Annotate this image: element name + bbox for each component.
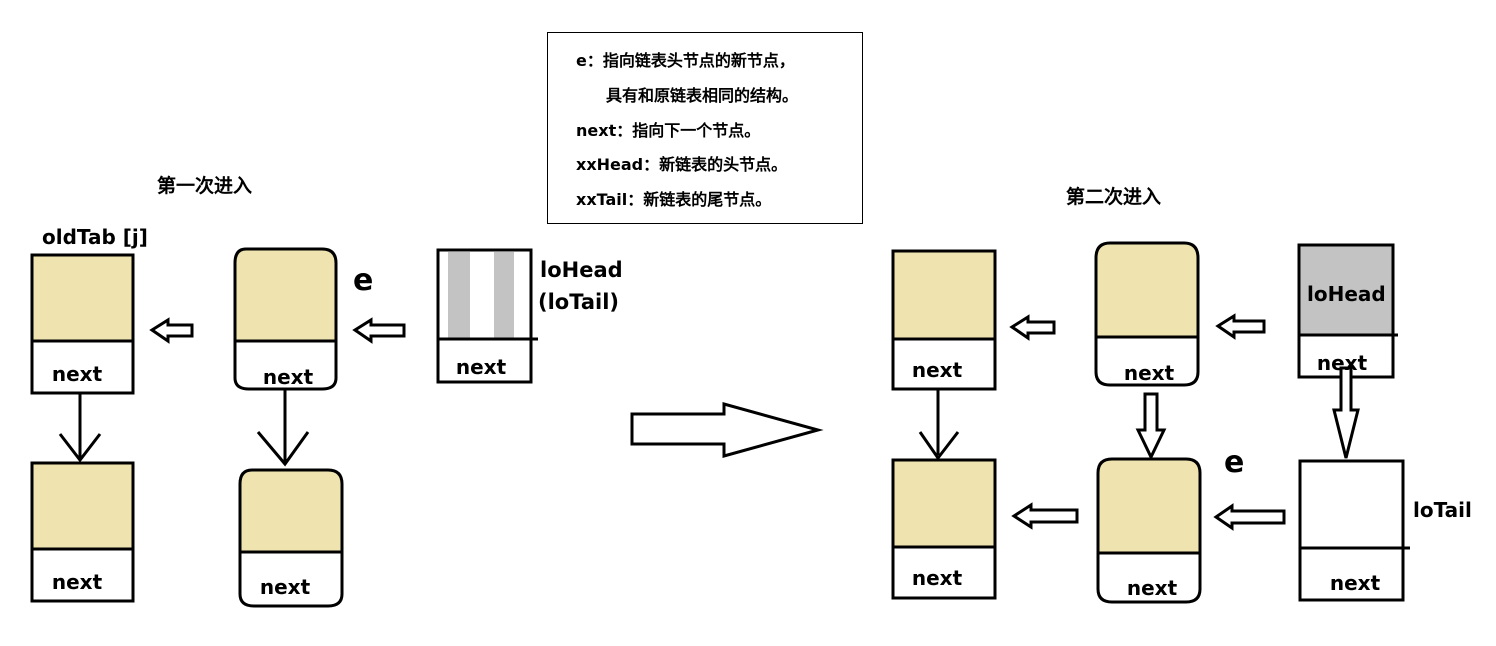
lotail-label: (loTail): [538, 290, 620, 314]
next-label: next: [259, 575, 311, 599]
arrow-down-icon: [918, 389, 960, 461]
next-label: next: [911, 358, 963, 382]
old-tab-node-2: [891, 249, 997, 391]
lotail-label: loTail: [1413, 498, 1472, 522]
legend-line-e-cont: 具有和原链表相同的结构。: [606, 86, 799, 105]
legend-line-xxhead: xxHead：新链表的头节点。: [576, 155, 788, 174]
hollow-left-arrow-icon: [1213, 503, 1286, 531]
hollow-left-arrow-icon: [1009, 314, 1056, 341]
next-label: next: [455, 355, 507, 379]
e-label: e: [353, 263, 374, 298]
hollow-down-arrow-icon: [1332, 366, 1360, 459]
e-node: [233, 247, 338, 391]
big-transition-arrow-icon: [630, 402, 824, 458]
old-tab-next-node-2: [891, 458, 997, 600]
lotail-node: [1298, 459, 1410, 602]
legend-line-xxtail: xxTail：新链表的尾节点。: [576, 190, 772, 209]
legend-line-next: next：指向下一个节点。: [576, 121, 761, 140]
next-label: next: [262, 365, 314, 389]
hollow-left-arrow-icon: [149, 317, 194, 344]
e-node-2: [1096, 457, 1202, 604]
arrow-down-icon: [256, 389, 310, 467]
hollow-left-arrow-icon: [1011, 502, 1079, 530]
next-label: next: [1316, 351, 1368, 375]
lohead-label: loHead: [540, 258, 623, 282]
lohead-lotail-node: [436, 248, 538, 384]
middle-top-node: [1094, 241, 1200, 387]
e-next-node: [238, 468, 344, 608]
second-entry-title: 第二次进入: [1066, 186, 1162, 208]
arrow-down-icon: [58, 393, 102, 463]
lohead-label: loHead: [1307, 282, 1386, 306]
hollow-left-arrow-icon: [1215, 313, 1266, 340]
next-label: next: [51, 570, 103, 594]
next-label: next: [911, 566, 963, 590]
old-tab-node: [30, 253, 135, 395]
hollow-down-arrow-icon: [1135, 392, 1167, 461]
hollow-left-arrow-icon: [352, 317, 406, 344]
legend-box: e：指向链表头节点的新节点， 具有和原链表相同的结构。 next：指向下一个节点…: [547, 32, 863, 224]
legend-line-e: e：指向链表头节点的新节点，: [576, 51, 795, 70]
old-tab-label: oldTab [j]: [42, 225, 148, 249]
next-label: next: [1329, 571, 1381, 595]
next-label: next: [51, 362, 103, 386]
e-label: e: [1224, 445, 1245, 480]
next-label: next: [1123, 361, 1175, 385]
next-label: next: [1126, 576, 1178, 600]
old-tab-next-node: [30, 461, 135, 603]
first-entry-title: 第一次进入: [157, 175, 253, 197]
